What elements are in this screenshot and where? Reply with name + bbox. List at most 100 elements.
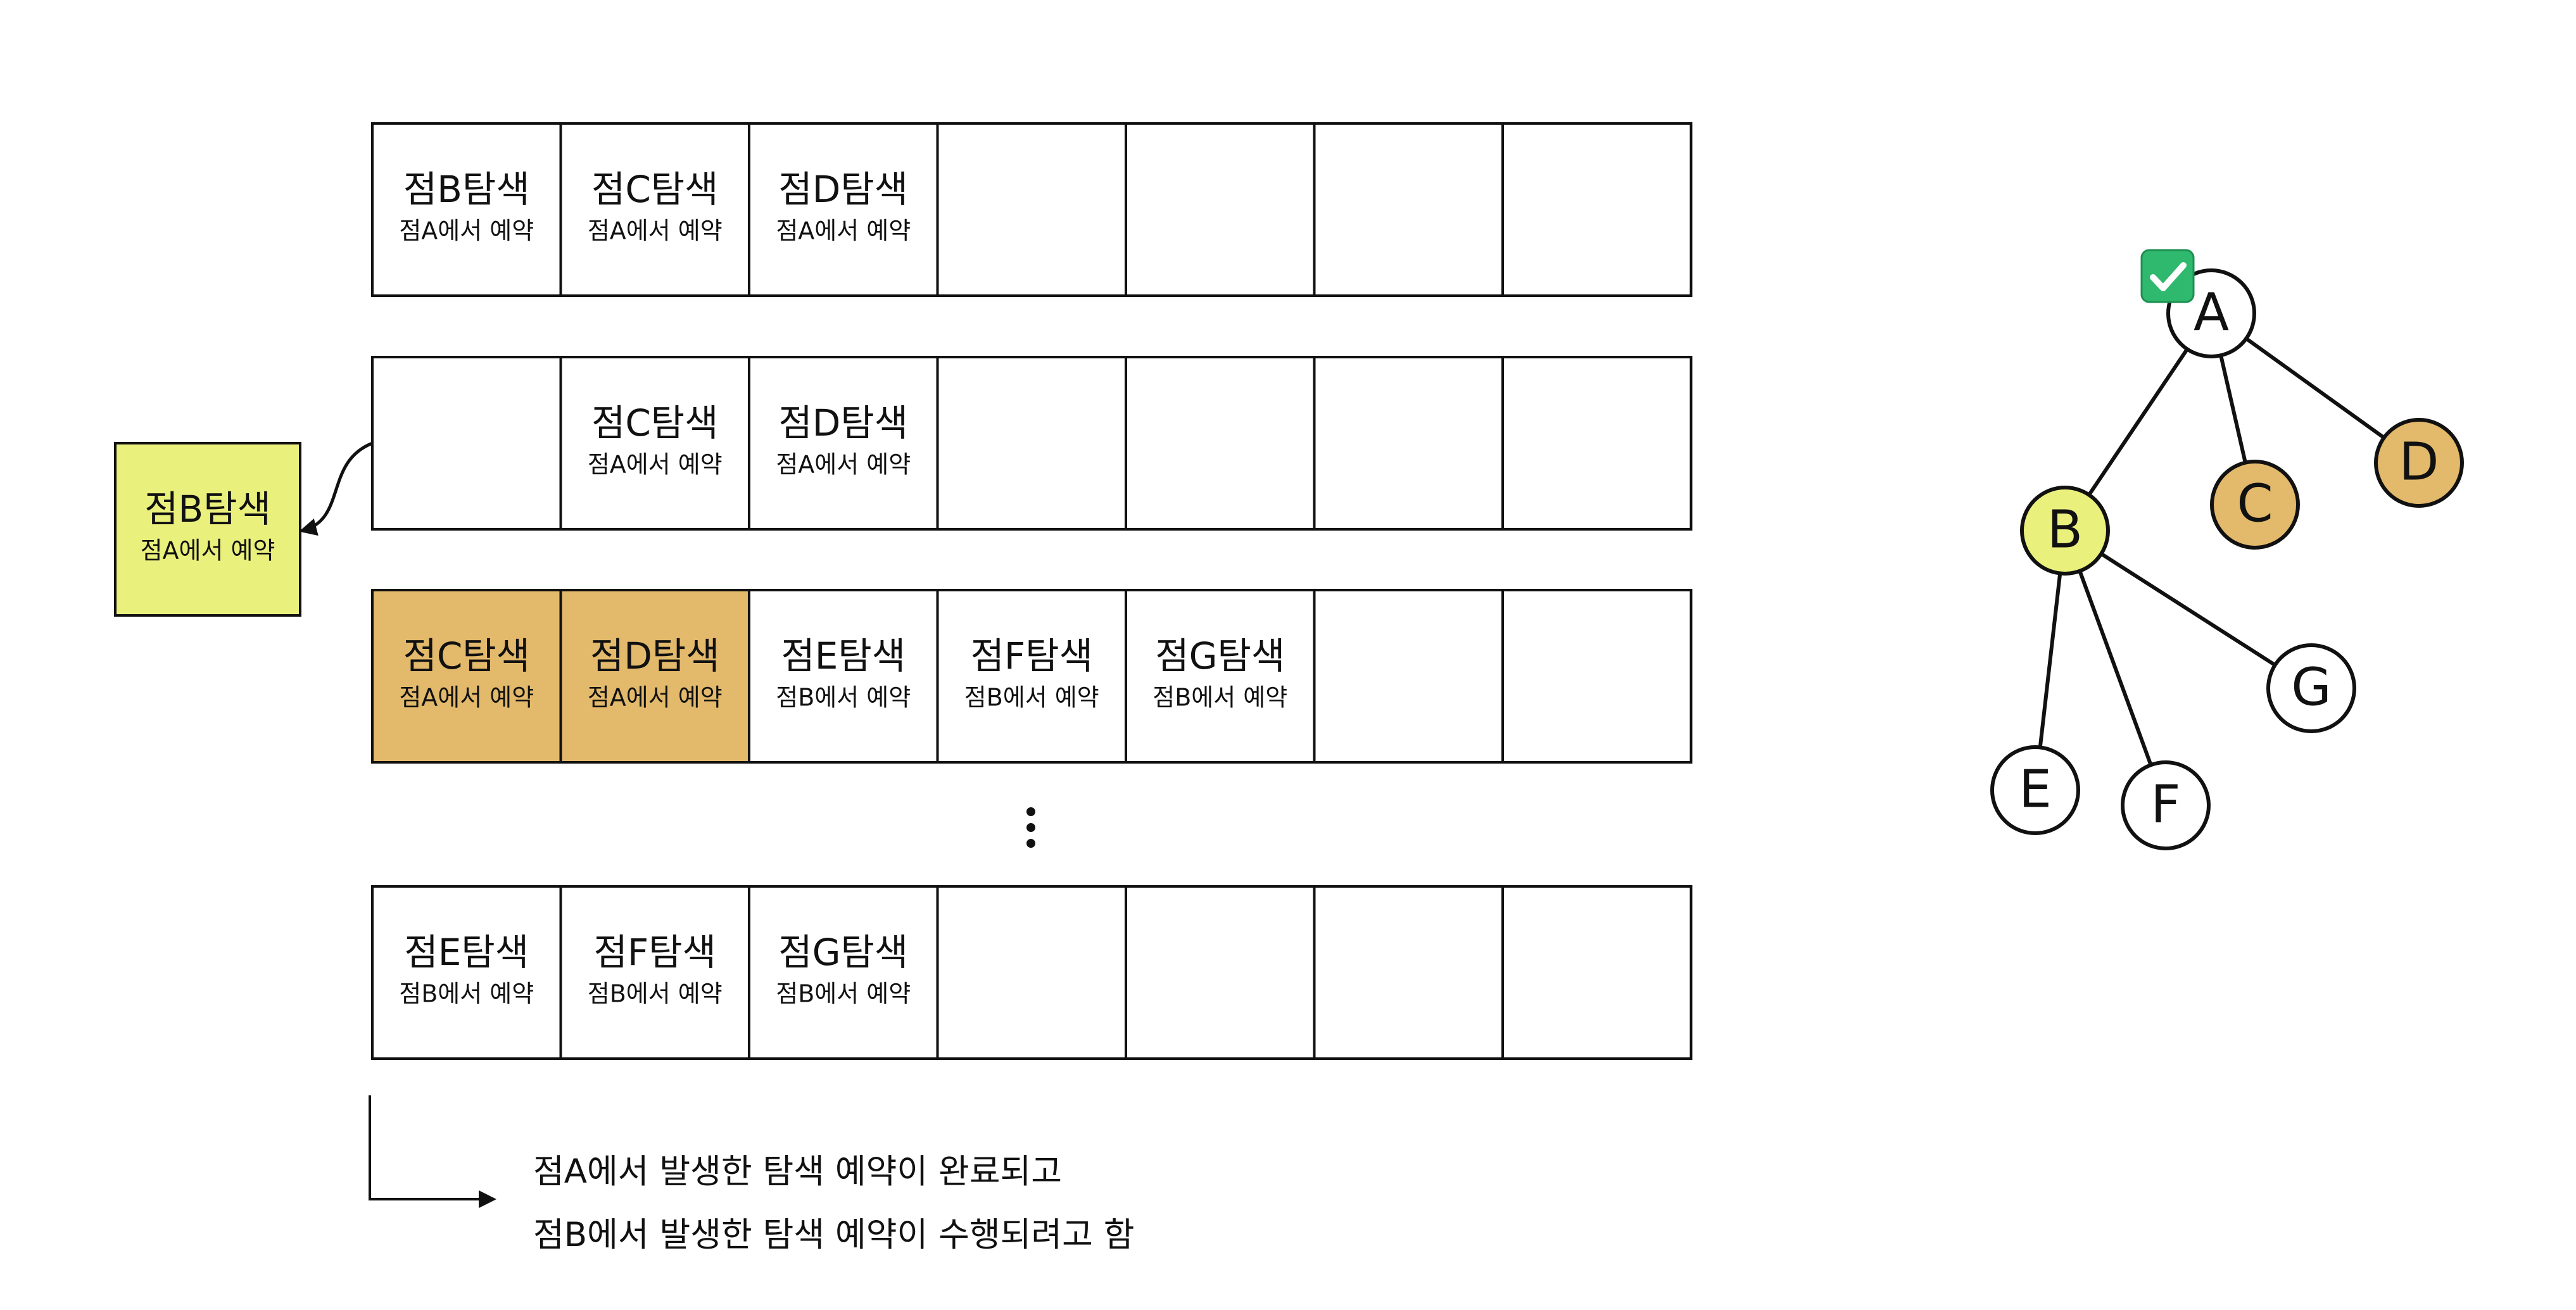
queue-cell-subtitle: 점A에서 예약 xyxy=(588,684,723,712)
tree-edge-A-D xyxy=(2245,337,2385,439)
queue-cell-title: 점C탐색 xyxy=(591,168,719,211)
queue-cell-box xyxy=(371,122,562,297)
queue-cell-box xyxy=(1125,885,1316,1060)
queue-cell-title: 점F탐색 xyxy=(594,931,716,974)
tree-node-F: F xyxy=(2121,760,2211,850)
queue-cell-box xyxy=(936,589,1127,764)
queue-cell-box xyxy=(371,356,562,531)
queue-cell-subtitle: 점B에서 예약 xyxy=(1152,684,1287,712)
tree-node-label: A xyxy=(2194,282,2229,343)
tree-node-label: C xyxy=(2237,474,2273,534)
tree-edge-A-C xyxy=(2219,355,2247,463)
queue-cell-box xyxy=(371,589,562,764)
queue-cell xyxy=(1125,122,1316,297)
queue-cell-box xyxy=(1125,589,1316,764)
tree-edge-B-E xyxy=(2038,573,2062,748)
ellipsis-marker xyxy=(1026,807,1035,848)
queue-cell-title: 점B탐색 xyxy=(403,168,530,211)
queue-cell-box xyxy=(559,885,750,1060)
queue-cell-box xyxy=(559,589,750,764)
queue-cell-box xyxy=(559,356,750,531)
caption-arrow xyxy=(369,1095,496,1208)
dequeued-subtitle: 점A에서 예약 xyxy=(141,537,275,565)
queue-cell-box xyxy=(748,356,939,531)
queue-cell-box xyxy=(559,122,750,297)
queue-cell-title: 점D탐색 xyxy=(778,401,908,444)
tree-node-D: D xyxy=(2374,418,2464,508)
tree-node-circle xyxy=(2020,486,2110,576)
queue-cell-subtitle: 점B에서 예약 xyxy=(776,684,911,712)
queue-cell-title: 점G탐색 xyxy=(778,931,908,974)
queue-cell-box xyxy=(1501,122,1693,297)
queue-cell xyxy=(1313,122,1504,297)
queue-cell-title: 점E탐색 xyxy=(781,634,906,677)
tree-node-label: D xyxy=(2399,432,2439,492)
tree-node-label: E xyxy=(2019,759,2052,819)
queue-cell-box xyxy=(936,356,1127,531)
queue-cell-subtitle: 점A에서 예약 xyxy=(588,217,723,245)
queue-cell xyxy=(936,885,1127,1060)
check-icon-box xyxy=(2140,249,2195,303)
queue-cell-subtitle: 점B에서 예약 xyxy=(776,980,911,1008)
queue-cell-box xyxy=(1313,885,1504,1060)
queue-cell-subtitle: 점A에서 예약 xyxy=(776,451,911,479)
tree-node-circle xyxy=(2266,643,2356,733)
queue-cell xyxy=(1501,589,1693,764)
queue-cell-subtitle: 점B에서 예약 xyxy=(964,684,1099,712)
queue-cell-box xyxy=(748,122,939,297)
queue-cell-subtitle: 점A에서 예약 xyxy=(399,217,534,245)
tree-node-circle xyxy=(2121,760,2211,850)
check-icon-mark xyxy=(2150,262,2187,291)
tree-edge-B-F xyxy=(2078,570,2153,766)
caption-line-1: 점A에서 발생한 탐색 예약이 완료되고 xyxy=(533,1152,1062,1191)
queue-cell-box xyxy=(936,122,1127,297)
queue-cell-box xyxy=(748,885,939,1060)
queue-cell-subtitle: 점A에서 예약 xyxy=(588,451,723,479)
queue-cell xyxy=(936,356,1127,531)
check-icon xyxy=(2140,249,2195,303)
tree-node-circle xyxy=(2374,418,2464,508)
queue-cell xyxy=(1125,356,1316,531)
tree-node-label: F xyxy=(2150,774,2180,834)
dequeued-title: 점B탐색 xyxy=(144,488,271,531)
queue-cell-title: 점C탐색 xyxy=(403,634,530,677)
tree-node-E: E xyxy=(1990,745,2080,835)
queue-cell-title: 점D탐색 xyxy=(778,168,908,211)
queue-cell-subtitle: 점A에서 예약 xyxy=(776,217,911,245)
queue-cell-title: 점G탐색 xyxy=(1155,634,1285,677)
queue-cell-box xyxy=(1125,122,1316,297)
tree-node-circle xyxy=(2210,460,2300,550)
tree-edge-A-B xyxy=(2087,348,2189,496)
queue-cell-box xyxy=(1125,356,1316,531)
tree-node-G: G xyxy=(2266,643,2356,733)
queue-cell-box xyxy=(1501,885,1693,1060)
queue-cell-box xyxy=(1501,589,1693,764)
queue-cell-title: 점F탐색 xyxy=(971,634,1093,677)
queue-cell xyxy=(1501,356,1693,531)
queue-cell xyxy=(1125,885,1316,1060)
queue-cell-title: 점E탐색 xyxy=(404,931,529,974)
queue-cell-box xyxy=(1313,122,1504,297)
tree-node-C: C xyxy=(2210,460,2300,550)
queue-cell xyxy=(1501,885,1693,1060)
dequeued-item: 점B탐색 점A에서 예약 xyxy=(114,442,301,617)
queue-cell-box xyxy=(748,589,939,764)
queue-cell xyxy=(1313,885,1504,1060)
queue-cell-box xyxy=(1313,356,1504,531)
tree-node-circle xyxy=(1990,745,2080,835)
